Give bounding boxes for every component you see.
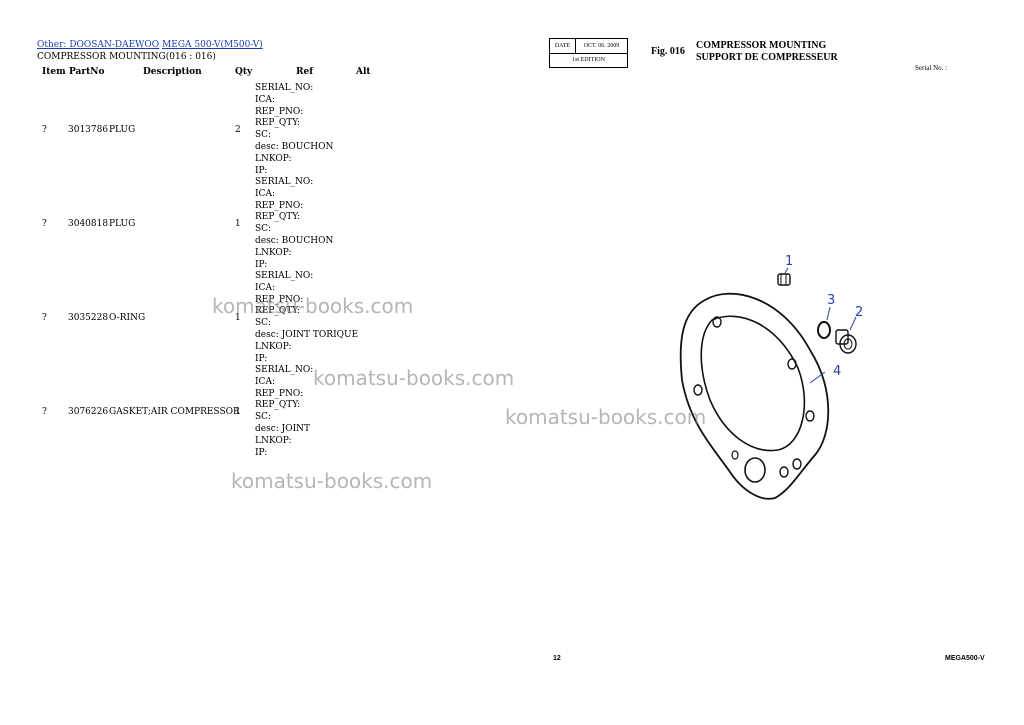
column-header-partno: PartNo <box>69 67 105 77</box>
row-ref-line: ICA: <box>255 282 275 293</box>
gasket-bolt-hole <box>693 384 703 396</box>
row-ref-line: SC: <box>255 318 272 329</box>
page-number: 12 <box>553 655 561 662</box>
callout-4: 4 <box>833 364 841 379</box>
row-ref-line: ICA: <box>255 376 275 387</box>
row-ref-line: REP_PNO: <box>255 388 304 399</box>
column-header-alt: Alt <box>356 67 371 77</box>
gasket-bolt-hole <box>805 410 815 422</box>
page-subtitle: COMPRESSOR MOUNTING(016 : 016) <box>37 52 216 62</box>
column-header-ref: Ref <box>296 67 314 77</box>
figure-title-fr: SUPPORT DE COMPRESSEUR <box>696 52 838 63</box>
column-header-qty: Qty <box>235 67 253 77</box>
row-description: O-RING <box>109 313 146 324</box>
row-partno: 3040818 <box>68 219 109 230</box>
row-ref-line: SERIAL_NO: <box>255 271 314 281</box>
row-ref-line: ICA: <box>255 188 275 199</box>
row-ref-line: ICA: <box>255 94 275 105</box>
row-ref-line: LNKOP: <box>255 341 292 352</box>
breadcrumb: Other: DOOSAN-DAEWOO MEGA 500-V(M500-V) <box>37 40 263 50</box>
row-partno: 3035228 <box>68 313 109 324</box>
o-ring-drawing <box>817 321 831 339</box>
row-qty: 1 <box>235 219 241 230</box>
row-ref-line: SERIAL_NO: <box>255 83 314 93</box>
edition-label: 1st EDITION <box>572 57 605 63</box>
row-qty: 1 <box>235 313 241 324</box>
date-value: OCT. 06. 2009 <box>583 43 620 49</box>
row-item: ? <box>42 219 47 230</box>
row-ref-line: LNKOP: <box>255 247 292 258</box>
column-header-description: Description <box>143 67 202 77</box>
row-ref-line: desc: BOUCHON <box>255 142 334 152</box>
row-description: GASKET;AIR COMPRESSOR <box>109 407 240 418</box>
row-item: ? <box>42 125 47 136</box>
figure-title-en: COMPRESSOR MOUNTING <box>696 40 827 51</box>
callout-3: 3 <box>827 293 835 308</box>
row-partno: 3076226 <box>68 407 109 418</box>
row-ref-line: REP_QTY: <box>255 212 301 223</box>
watermark: komatsu-books.com <box>313 366 515 390</box>
gasket-outline <box>679 292 830 500</box>
row-ref-line: desc: JOINT TORIQUE <box>255 330 359 340</box>
row-item: ? <box>42 407 47 418</box>
row-ref-line: REP_QTY: <box>255 400 301 411</box>
row-description: PLUG <box>109 219 136 230</box>
gasket-large-port <box>744 457 766 483</box>
gasket-inner-opening <box>700 315 806 452</box>
breadcrumb-link-model[interactable]: MEGA 500-V(M500-V) <box>162 40 263 50</box>
gasket-small-hole <box>731 450 739 460</box>
row-ref-line: SC: <box>255 412 272 423</box>
row-ref-line: REP_PNO: <box>255 200 304 211</box>
plug-2-drawing <box>835 329 857 354</box>
row-ref-line: SERIAL_NO: <box>255 365 314 375</box>
row-ref-line: LNKOP: <box>255 435 292 446</box>
callout-1: 1 <box>785 254 793 269</box>
gasket-bolt-hole <box>787 358 797 370</box>
row-ref-line: IP: <box>255 447 268 458</box>
date-label: DATE <box>550 39 576 53</box>
gasket-small-hole <box>792 458 802 470</box>
figure-title: COMPRESSOR MOUNTING SUPPORT DE COMPRESSE… <box>696 40 838 64</box>
row-ref-line: desc: JOINT <box>255 424 311 434</box>
callout-2: 2 <box>855 305 863 320</box>
row-partno: 3013786 <box>68 125 109 136</box>
row-ref-line: REP_PNO: <box>255 294 304 305</box>
row-ref-line: IP: <box>255 353 268 364</box>
row-ref-line: IP: <box>255 259 268 270</box>
exploded-parts-diagram: 1 2 3 4 <box>679 254 863 500</box>
column-header-item: Item <box>42 67 66 77</box>
row-ref-line: IP: <box>255 165 268 176</box>
gasket-small-hole <box>779 466 789 478</box>
row-ref-line: REP_QTY: <box>255 306 301 317</box>
row-item: ? <box>42 313 47 324</box>
breadcrumb-link-manufacturer[interactable]: Other: DOOSAN-DAEWOO <box>37 40 160 50</box>
row-ref-line: SERIAL_NO: <box>255 177 314 187</box>
row-ref-line: LNKOP: <box>255 153 292 164</box>
row-ref-line: SC: <box>255 130 272 141</box>
watermark: komatsu-books.com <box>231 469 433 493</box>
serial-label: Serial No. : <box>915 64 948 72</box>
row-description: PLUG <box>109 125 136 136</box>
row-ref-line: desc: BOUCHON <box>255 236 334 246</box>
row-ref-line: REP_PNO: <box>255 106 304 117</box>
figure-number: Fig. 016 <box>651 46 685 57</box>
row-qty: 2 <box>235 125 241 136</box>
row-qty: 1 <box>235 407 241 418</box>
watermark: komatsu-books.com <box>212 294 414 318</box>
date-box: DATE OCT. 06. 2009 1st EDITION <box>549 38 628 68</box>
plug-1-drawing <box>777 273 791 286</box>
model-code: MEGA500-V <box>945 655 985 662</box>
gasket-bolt-hole <box>712 316 722 328</box>
watermark: komatsu-books.com <box>505 405 707 429</box>
row-ref-line: SC: <box>255 224 272 235</box>
row-ref-line: REP_QTY: <box>255 118 301 129</box>
